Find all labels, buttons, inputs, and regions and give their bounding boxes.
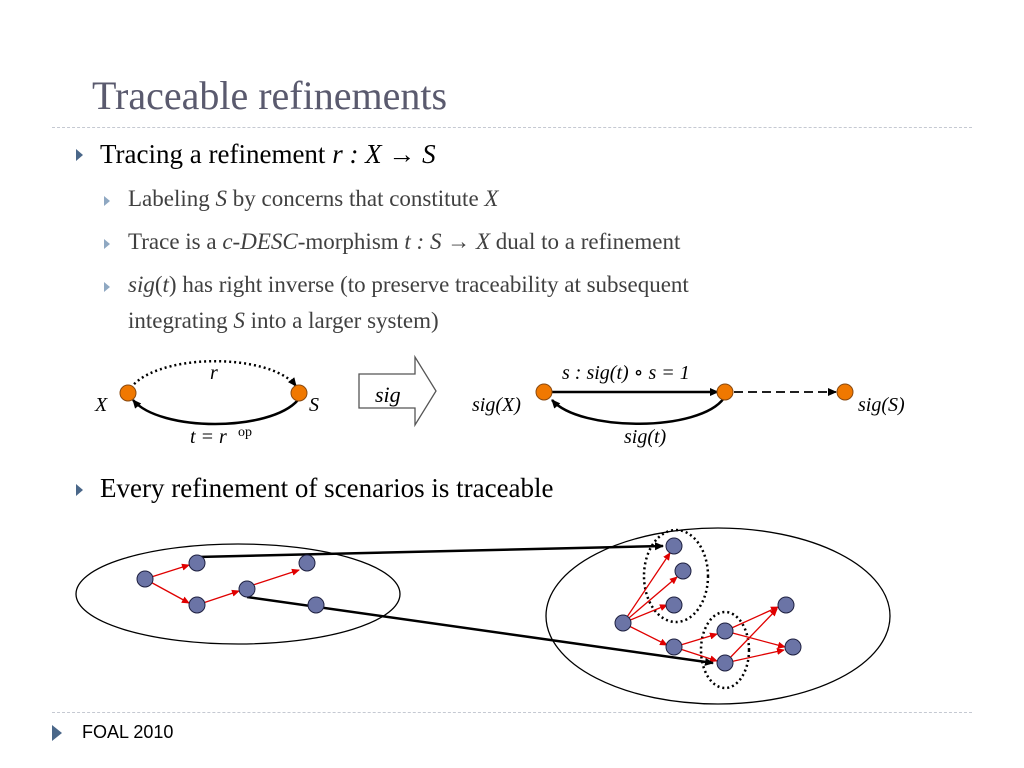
sub-bullet-arrow-icon: [104, 282, 110, 292]
trace-mid: -morphism: [297, 229, 405, 254]
scenario-node: [188, 554, 206, 572]
trace-dash: -: [232, 229, 241, 254]
scenario-node: [674, 562, 692, 580]
sig-line2-var: S: [233, 308, 245, 333]
scenario-node: [136, 570, 154, 588]
footer-text: FOAL 2010: [82, 722, 174, 742]
bullet-arrow-icon: [76, 484, 83, 496]
trace-cat-c: c: [222, 229, 233, 254]
scenario-node: [614, 614, 632, 632]
label-s: S: [309, 394, 319, 416]
bullet-tracing: Tracing a refinement r : X → S: [100, 139, 436, 170]
scenario-node: [238, 580, 256, 598]
sig-arrow-label: sig: [375, 382, 401, 407]
scenario-node: [188, 596, 206, 614]
concern-group-bottom: [699, 610, 751, 690]
label-r: r: [210, 362, 218, 384]
bullet-arrow-icon: [76, 149, 83, 161]
scenario-node: [665, 638, 683, 656]
footer-divider: [52, 712, 972, 713]
sub-bullet-labeling: Labeling S by concerns that constitute X: [128, 186, 498, 212]
node-mid: [716, 383, 734, 401]
labeling-pre: Labeling: [128, 186, 216, 211]
labeling-var-x: X: [484, 186, 499, 211]
trace-math: t : S → X: [404, 229, 491, 254]
scenario-refinement-diagram: [75, 527, 891, 705]
label-op: op: [238, 425, 252, 440]
node-sigs: [836, 383, 854, 401]
map-arrow-bottom: [246, 595, 714, 666]
node-s: [290, 384, 308, 402]
trace-arrow-t: [132, 399, 299, 426]
sub-bullet-arrow-icon: [104, 239, 110, 249]
map-arrow-top: [196, 542, 664, 559]
label-x: X: [94, 394, 108, 416]
scenario-ellipse-left: [75, 543, 401, 645]
concern-group-top: [642, 528, 710, 624]
scenario-node: [716, 622, 734, 640]
scenario-node: [784, 638, 802, 656]
label-sigs: sig(S): [858, 394, 905, 416]
scenario-node: [665, 537, 683, 555]
labeling-mid: by concerns that constitute: [227, 186, 485, 211]
sub-bullet-arrow-icon: [104, 196, 110, 206]
refinement-arrow-r: [126, 359, 297, 393]
bullet-every-refinement-text: Every refinement of scenarios is traceab…: [100, 473, 554, 503]
scenario-node: [777, 596, 795, 614]
trace-post: dual to a refinement: [490, 229, 681, 254]
label-sigt: sig(t): [624, 426, 667, 448]
sig-arg: t: [162, 272, 169, 297]
sig-diagram: sig(X) sig(S) s : sig(t) ∘ s = 1 sig(t): [472, 362, 905, 448]
node-x: [119, 384, 137, 402]
title-divider: [52, 127, 972, 128]
refinement-diagram: X S r t = r op: [94, 359, 319, 448]
bullet-tracing-math: r : X → S: [332, 139, 436, 169]
bullet-every-refinement: Every refinement of scenarios is traceab…: [100, 473, 554, 504]
node-sigx: [535, 383, 553, 401]
sub-bullet-trace: Trace is a c-DESC-morphism t : S → X dua…: [128, 229, 680, 255]
slide-title: Traceable refinements: [92, 73, 448, 118]
sig-fn: sig: [128, 272, 155, 297]
bullet-tracing-text: Tracing a refinement: [100, 139, 333, 169]
label-t: t = r: [190, 426, 227, 448]
scenario-node: [716, 654, 734, 672]
trace-pre: Trace is a: [128, 229, 223, 254]
footer-arrow-icon: [52, 725, 62, 741]
scenario-node: [298, 554, 316, 572]
label-s-eq: s : sig(t) ∘ s = 1: [562, 362, 690, 384]
scenario-node: [665, 596, 683, 614]
labeling-var-s: S: [215, 186, 228, 211]
trace-cat-desc: DESC: [240, 229, 298, 254]
sig-line1: has right inverse (to preserve traceabil…: [176, 272, 689, 297]
scenario-ellipse-right: [545, 527, 891, 705]
sub-bullet-sig-cont: integrating S into a larger system): [128, 308, 439, 334]
sub-bullet-sig: sig(t) has right inverse (to preserve tr…: [128, 272, 689, 297]
scenario-node: [307, 596, 325, 614]
sig-line2-pre: integrating: [128, 308, 234, 333]
label-sigx: sig(X): [472, 394, 521, 416]
arrow-sigt: [551, 397, 726, 425]
sig-functor-arrow: sig: [358, 354, 437, 428]
sig-line2-post: into a larger system): [244, 308, 439, 333]
